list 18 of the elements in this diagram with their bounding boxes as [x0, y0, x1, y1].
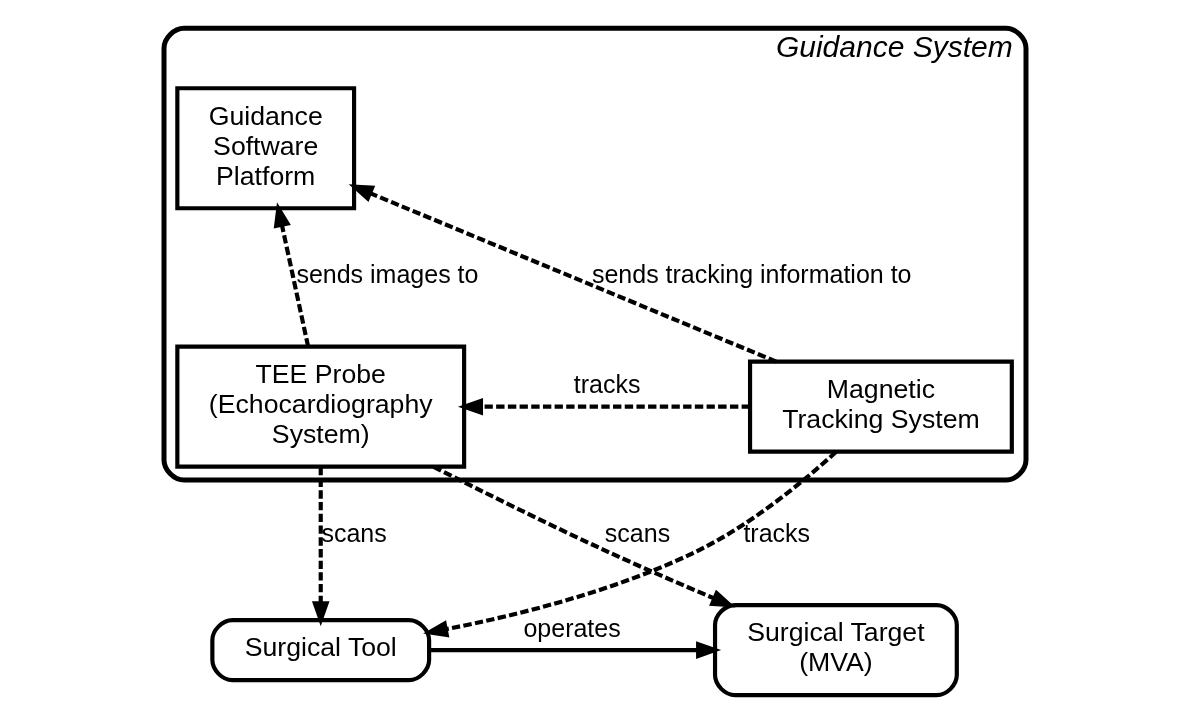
edge-label: sends tracking information to	[591, 260, 912, 289]
arrow	[429, 641, 722, 659]
node-box: TEE Probe (Echocardiography System)	[175, 344, 467, 469]
node-box: Surgical Target (MVA)	[712, 603, 959, 698]
node-box: Guidance Software Platform	[175, 86, 357, 211]
node-box: Surgical Tool	[210, 618, 432, 683]
node-box: Magnetic Tracking System	[747, 359, 1014, 454]
arrow	[457, 397, 750, 416]
arrow	[311, 467, 330, 627]
arrow	[432, 465, 736, 608]
edge-label: tracks	[743, 518, 811, 547]
edge-label: scans	[321, 518, 387, 547]
edge-label: operates	[523, 613, 621, 642]
arrow	[348, 184, 777, 364]
edge-label: sends images to	[296, 260, 479, 289]
edge-label: tracks	[573, 370, 641, 399]
edge-label: scans	[604, 518, 671, 547]
arrow	[273, 202, 311, 347]
